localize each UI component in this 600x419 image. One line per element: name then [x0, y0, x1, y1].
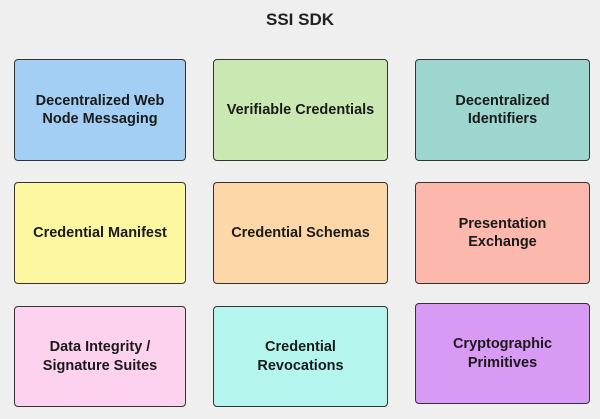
- box-label: Credential Schemas: [231, 224, 370, 241]
- box-data-integrity-signature-suites: Data Integrity / Signature Suites: [14, 306, 186, 407]
- box-label: Cryptographic Primitives: [452, 336, 553, 371]
- box-cryptographic-primitives: Cryptographic Primitives: [415, 303, 590, 404]
- box-verifiable-credentials: Verifiable Credentials: [213, 59, 388, 161]
- box-decentralized-web-node-messaging: Decentralized Web Node Messaging: [14, 59, 186, 161]
- box-label: Presentation Exchange: [458, 215, 547, 250]
- box-label: Verifiable Credentials: [226, 101, 375, 118]
- diagram-title: SSI SDK: [265, 10, 335, 29]
- box-decentralized-identifiers: Decentralized Identifiers: [415, 59, 590, 161]
- box-label: Decentralized Web Node Messaging: [35, 92, 165, 127]
- box-credential-revocations: Credential Revocations: [213, 306, 388, 407]
- box-credential-schemas: Credential Schemas: [213, 182, 388, 284]
- box-label: Decentralized Identifiers: [455, 92, 550, 127]
- box-credential-manifest: Credential Manifest: [14, 182, 186, 284]
- box-label: Data Integrity / Signature Suites: [42, 339, 158, 374]
- box-presentation-exchange: Presentation Exchange: [415, 182, 590, 284]
- box-label: Credential Manifest: [33, 224, 167, 241]
- box-label: Credential Revocations: [257, 339, 344, 374]
